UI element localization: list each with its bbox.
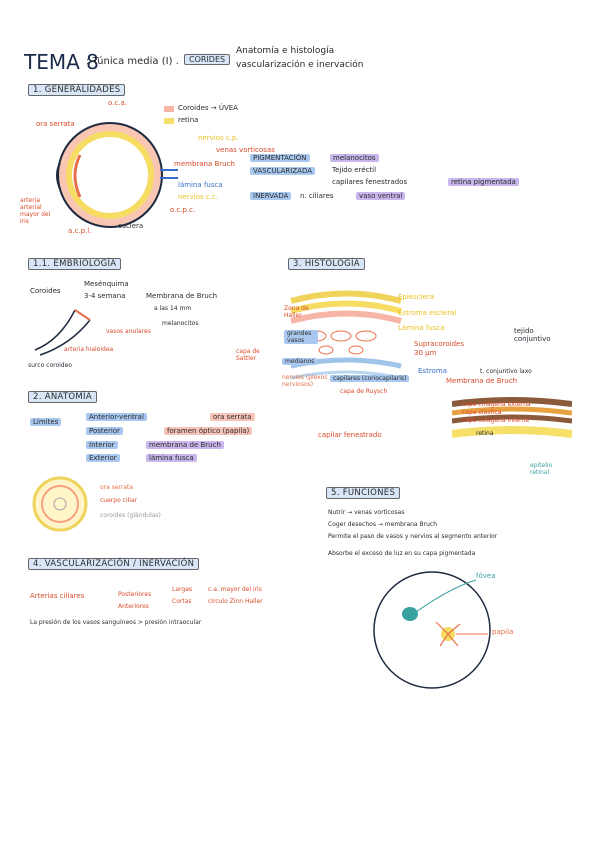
vasc-r2: círculo Zinn Haller <box>208 598 263 605</box>
bruch-retina: retina <box>476 430 494 437</box>
bullet-vasc-r3: retina pigmentada <box>448 178 519 186</box>
histo-grandes: grandes vasos <box>284 330 318 344</box>
vasc-posteriores: Posteriores <box>118 591 152 598</box>
histo-conj: t. conjuntivo laxo <box>480 368 532 375</box>
emb-mesenquima: Mesénquima <box>84 280 129 288</box>
func-3: Permite el paso de vasos y nervios al se… <box>328 533 498 540</box>
label-oca: o.c.a. <box>108 99 127 107</box>
bullet-vascularizada: VASCULARIZADA <box>250 167 316 175</box>
anat-l3: Interior <box>86 441 118 449</box>
anat-l1r: ora serrata <box>210 413 255 421</box>
vasc-cortas: Cortas <box>172 598 192 605</box>
vasc-r1: c.a. mayor del iris <box>208 586 262 593</box>
legend-uvea: Coroides → ÚVEA <box>178 104 238 112</box>
vasc-largas: Largas <box>172 586 192 593</box>
histo-medianos: medianos <box>282 358 318 365</box>
emb-vasos: vasos anulares <box>106 328 151 335</box>
legend-retina: retina <box>178 116 199 124</box>
histo-tejido: tejido conjuntivo <box>514 327 551 343</box>
label-ora: ora serrata <box>36 120 75 128</box>
label-venas: venas vorticosas <box>216 146 275 154</box>
histo-estroma: Estroma escleral <box>398 309 457 317</box>
histo-epiesclera: Epiesclera <box>398 293 435 301</box>
fundus-fovea: fóvea <box>476 572 496 580</box>
anat-limites: Límites <box>30 418 62 426</box>
section-1-title: 1. GENERALIDADES <box>28 84 126 96</box>
label-nervios-cc: nervios c.c. <box>178 193 219 201</box>
fundus-diagram <box>373 571 491 689</box>
histo-capilares: capilares (coriocapilaris) <box>330 375 410 382</box>
anat-l2r: foramen óptico (papila) <box>164 427 253 435</box>
label-lamina: lámina fusca <box>178 181 223 189</box>
bruch-cap1: capa colágena externa <box>462 401 531 408</box>
histo-zona: Zona de Haller <box>284 305 309 319</box>
func-1: Nutrir → venas vorticosas <box>328 509 405 516</box>
section-2-title: 2. ANATOMÍA <box>28 391 97 403</box>
bullet-inerv-r1: n. ciliares <box>300 192 334 200</box>
bruch-cap2: capa elástica <box>462 409 502 416</box>
histo-sattler: capa de Sattler <box>236 348 260 362</box>
func-4: Absorbe el exceso de luz en su capa pigm… <box>328 550 476 557</box>
emb-melanocitos: melanocitos <box>162 320 199 327</box>
histo-estroma2: Estroma <box>418 367 447 375</box>
eye-diagram <box>56 122 178 228</box>
emb-mm: a las 14 mm <box>154 305 192 312</box>
histo-lamina: Lámina fusca <box>398 324 445 332</box>
label-membrana: membrana Bruch <box>174 160 235 168</box>
histo-membrana: Membrana de Bruch <box>446 377 518 385</box>
vasc-presion: La presión de los vasos sanguíneos > pre… <box>30 619 202 626</box>
fundus-papila: papila <box>492 628 514 636</box>
bullet-pigmentacion-result: melanocitos <box>330 154 379 162</box>
emb-membrana: Membrana de Bruch <box>146 292 218 300</box>
section-11-title: 1.1. EMBRIOLOGÍA <box>28 258 122 270</box>
anat-l2: Posterior <box>86 427 123 435</box>
bruch-cap3: capa colágena interna <box>462 417 529 424</box>
page-title: TEMA 8 <box>24 50 99 74</box>
vasc-anteriores: Anteriores <box>118 603 149 610</box>
title-text: : Túnica media (I) . <box>86 56 179 67</box>
label-esclera: esclera <box>118 222 144 230</box>
func-2: Coger desechos → membrana Bruch <box>328 521 437 528</box>
anat-eye3: coroides (glándulas) <box>100 512 161 519</box>
label-arteria-iris: arteria arterial mayor del iris <box>20 197 51 225</box>
histo-ruysch: capa de Ruysch <box>340 388 388 395</box>
emb-arteria: arteria hialoidea <box>64 346 114 353</box>
anat-eye2: cuerpo ciliar <box>100 497 138 504</box>
bruch-epitelio: epitelio retinal <box>530 462 553 476</box>
header-sub1: Anatomía e histología <box>236 46 335 56</box>
bullet-vasc-r2: capilares fenestrados <box>332 178 408 186</box>
bullet-inervada: INERVADA <box>250 192 292 200</box>
vasc-arterias: Arterias ciliares <box>30 592 85 600</box>
bullet-vasc-r1: Tejido eréctil <box>332 166 377 174</box>
histo-capilar: capilar fenestrado <box>318 431 382 439</box>
section-4-title: 4. VASCULARIZACIÓN / INERVACIÓN <box>28 558 200 570</box>
bullet-inerv-r2: vaso ventral <box>356 192 406 200</box>
emb-semana: 3-4 semana <box>84 292 126 300</box>
legend-uvea-swatch <box>164 106 174 112</box>
bruch-diagram <box>452 397 572 438</box>
anat-l4: Exterior <box>86 454 120 462</box>
histo-nervios: nervios (plexos nerviosos) <box>282 374 328 388</box>
anat-eye1: ora serrata <box>100 484 134 491</box>
label-ocpc: o.c.p.c. <box>170 206 196 214</box>
label-nervios-cp: nervios c.p. <box>198 134 239 142</box>
label-acpl: a.c.p.l. <box>68 227 92 235</box>
emb-coroides: Coroides <box>30 287 61 295</box>
header-sub2: vascularización e inervación <box>236 60 364 70</box>
section-5-title: 5. FUNCIONES <box>326 487 401 499</box>
bullet-pigmentacion: PIGMENTACIÓN <box>250 154 310 162</box>
anat-l1: Anterior-ventral <box>86 413 147 421</box>
section-3-title: 3. HISTOLOGÍA <box>288 258 365 270</box>
legend-retina-swatch <box>164 118 174 124</box>
anat-l4r: lámina fusca <box>146 454 197 462</box>
embryo-diagram <box>34 309 91 356</box>
histo-supra: Supracoroides 30 µm <box>414 340 464 357</box>
anatomy-eye <box>32 476 88 532</box>
anat-l3r: membrana de Bruch <box>146 441 224 449</box>
coroides-badge: CORIDES <box>184 54 231 65</box>
emb-surco: surco coroideo <box>28 362 72 369</box>
